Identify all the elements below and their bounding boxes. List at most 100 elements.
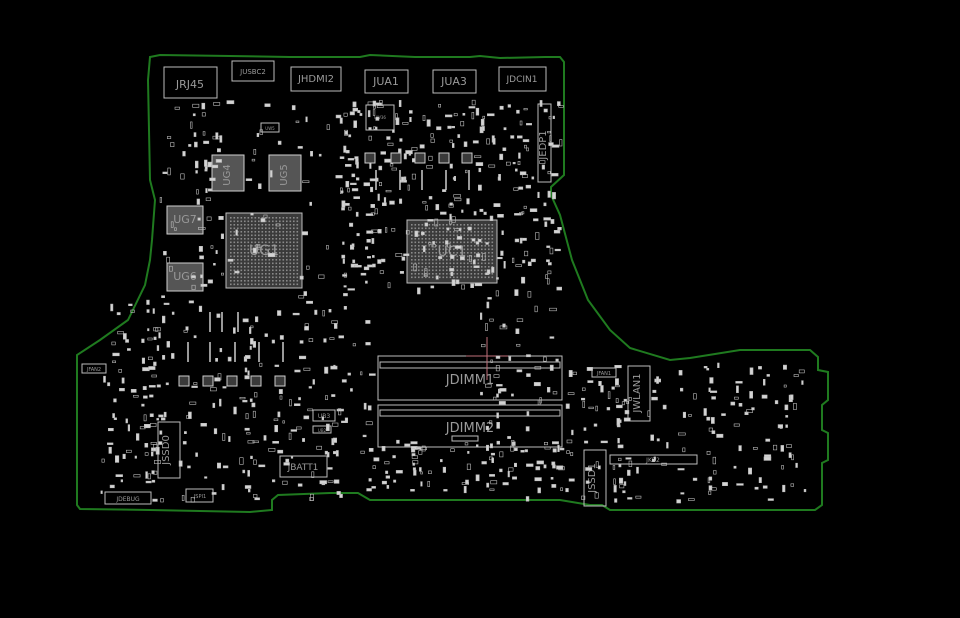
smd-component	[113, 417, 117, 420]
ball-pad	[244, 241, 246, 244]
smd-component	[123, 333, 127, 340]
smd-component	[785, 415, 789, 418]
smd-component	[255, 316, 259, 323]
jrj45-connector[interactable]	[163, 66, 218, 99]
smd-component	[762, 485, 768, 489]
smd-component	[384, 227, 388, 233]
jbatt1-connector[interactable]	[279, 455, 328, 478]
jua3-connector[interactable]	[432, 69, 477, 94]
ball-pad	[449, 248, 452, 251]
jkb2-connector[interactable]	[609, 454, 698, 465]
smd-component	[201, 102, 206, 110]
ball-pad	[488, 255, 490, 258]
smd-component	[499, 388, 507, 392]
board-outline	[76, 53, 829, 514]
ug7-chip[interactable]	[166, 205, 204, 235]
ub3-chip[interactable]	[312, 409, 336, 422]
smd-component	[523, 108, 528, 111]
ball-pad	[463, 245, 466, 247]
smd-component	[272, 440, 280, 444]
smd-component	[484, 383, 492, 388]
ball-pad	[474, 269, 476, 272]
smd-component	[375, 116, 380, 121]
ball-pad	[296, 224, 299, 226]
ug6-chip[interactable]	[166, 262, 204, 292]
ball-pad	[488, 266, 490, 268]
jua1-label: JUA1	[372, 75, 399, 88]
jspi1-connector[interactable]	[185, 488, 214, 503]
smd-component	[410, 441, 418, 445]
smd-component	[549, 307, 557, 312]
mosfet	[461, 152, 473, 164]
smd-component	[419, 467, 422, 472]
smd-component	[443, 489, 448, 492]
ball-pad	[286, 227, 288, 230]
jdcin1-connector[interactable]	[498, 66, 547, 92]
ball-pad	[282, 220, 285, 223]
ball-pad	[296, 252, 299, 254]
smd-component	[366, 256, 371, 259]
ball-pad	[442, 273, 445, 275]
smd-component	[322, 309, 325, 317]
ball-pad	[439, 248, 441, 251]
ball-pad	[460, 234, 462, 237]
ball-pad	[230, 224, 232, 226]
ball-pad	[286, 280, 288, 282]
uw5-chip[interactable]	[260, 122, 280, 133]
jusbc2-connector[interactable]	[231, 60, 275, 82]
jfan1-connector[interactable]	[591, 367, 617, 378]
smd-component	[130, 388, 137, 393]
ball-pad	[265, 259, 267, 261]
ball-pad	[446, 266, 448, 268]
ball-pad	[439, 227, 441, 230]
ball-pad	[247, 227, 250, 230]
ug5-chip[interactable]	[268, 154, 302, 192]
ball-pad	[414, 252, 417, 254]
ball-pad	[233, 234, 236, 237]
smd-component	[615, 398, 619, 403]
ball-pad	[293, 252, 295, 254]
ball-pad	[251, 234, 253, 237]
ball-pad	[439, 266, 441, 268]
jdimm2-slot[interactable]	[377, 404, 563, 448]
smd-component	[249, 345, 252, 350]
ub2-chip[interactable]	[312, 425, 332, 434]
smd-component	[568, 478, 575, 482]
smd-component	[549, 364, 554, 371]
smd-component	[489, 443, 493, 449]
smd-component	[149, 394, 154, 398]
ball-pad	[418, 252, 420, 254]
jdebug-connector[interactable]	[104, 491, 152, 505]
jssd1-connector[interactable]	[583, 449, 607, 507]
jwlan1-connector[interactable]	[627, 365, 651, 422]
ball-pad	[449, 231, 452, 233]
ug1-gpu[interactable]	[225, 212, 303, 289]
ball-pad	[439, 234, 441, 237]
jhdmi2-connector[interactable]	[290, 66, 342, 92]
ball-pad	[491, 252, 494, 254]
ball-pad	[467, 259, 469, 261]
smd-component	[227, 356, 232, 362]
ball-pad	[477, 262, 480, 265]
smd-component	[151, 374, 157, 378]
ball-pad	[275, 217, 278, 219]
smd-component	[516, 109, 520, 114]
ball-pad	[286, 231, 288, 233]
smd-component	[326, 124, 330, 130]
ball-pad	[268, 280, 271, 282]
smd-component	[360, 450, 365, 454]
smd-component	[166, 341, 170, 348]
smd-component	[335, 175, 343, 179]
smd-component	[327, 467, 333, 470]
ball-pad	[428, 266, 431, 268]
smd-component	[368, 135, 372, 141]
smd-component	[350, 388, 353, 392]
ball-pad	[230, 252, 232, 254]
ug4-chip[interactable]	[211, 154, 245, 192]
ball-pad	[484, 269, 487, 272]
jua1-connector[interactable]	[364, 69, 409, 94]
ball-pad	[453, 259, 455, 261]
ball-pad	[474, 245, 476, 247]
jfan2-connector[interactable]	[81, 363, 107, 374]
